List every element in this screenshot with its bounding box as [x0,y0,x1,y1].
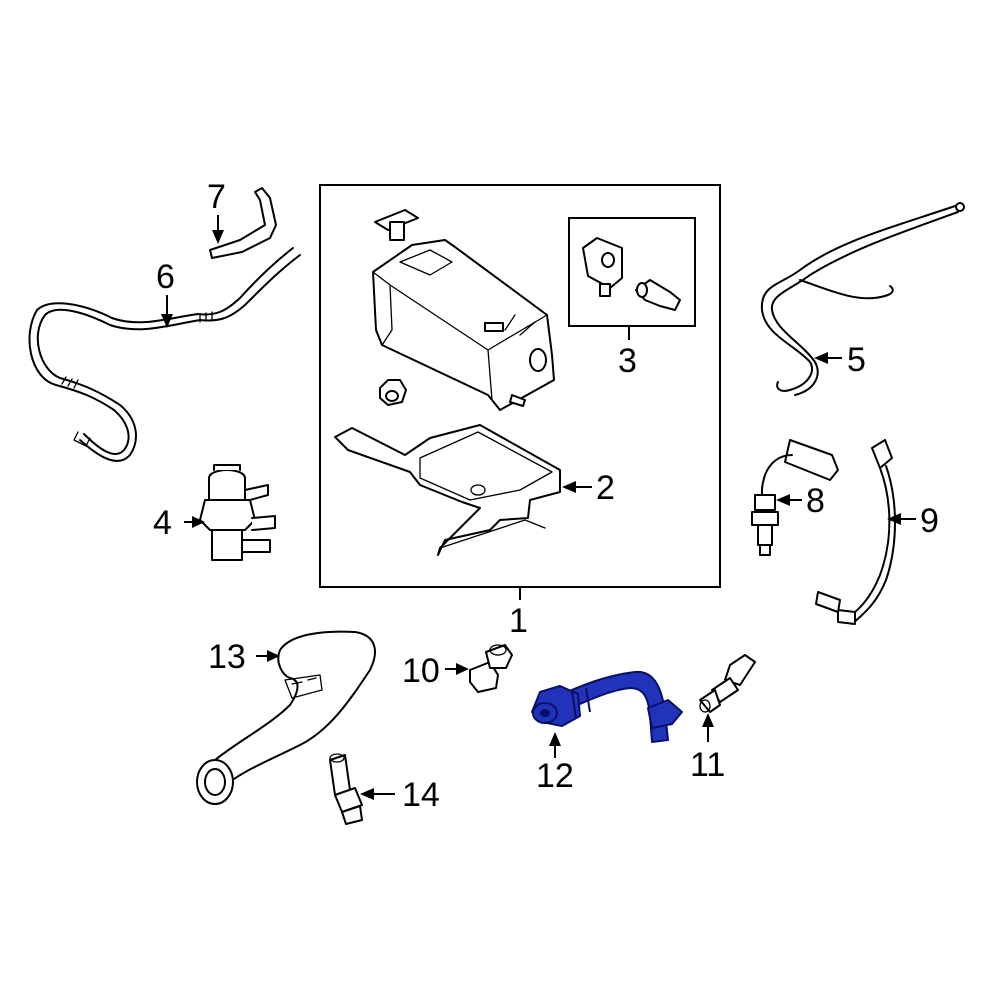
callout-11: 11 [690,746,725,784]
purge-fitting [635,279,681,311]
callout-leaders [161,215,916,800]
assembly-3-frame [568,217,696,327]
valve-4 [199,464,276,561]
callout-9: 9 [920,502,939,540]
callout-14: 14 [402,776,440,814]
canister-shield [334,424,561,556]
fitting-10 [469,644,513,693]
callout-3: 3 [618,342,637,380]
hose-7 [209,187,277,259]
callout-4: 4 [153,504,172,542]
callout-6: 6 [156,258,175,296]
sensor-8 [751,439,839,556]
callout-7: 7 [207,178,226,216]
callout-10: 10 [402,652,440,690]
hose-13 [196,630,376,805]
callout-2: 2 [596,469,615,507]
purge-valve-connector [582,237,623,297]
callout-8: 8 [806,482,825,520]
connector-11 [699,654,756,713]
vent-tube-12 [531,670,683,743]
callout-5: 5 [847,341,866,379]
vapor-canister [372,239,555,411]
canister-nut [379,379,407,406]
callout-13: 13 [208,638,246,676]
hose-6 [28,247,301,462]
callout-12: 12 [536,757,574,795]
fitting-14 [329,753,363,825]
wire-harness-5 [760,202,965,396]
canister-mount-bracket [374,209,419,241]
sensor-9 [815,439,896,625]
callout-1: 1 [509,602,528,640]
